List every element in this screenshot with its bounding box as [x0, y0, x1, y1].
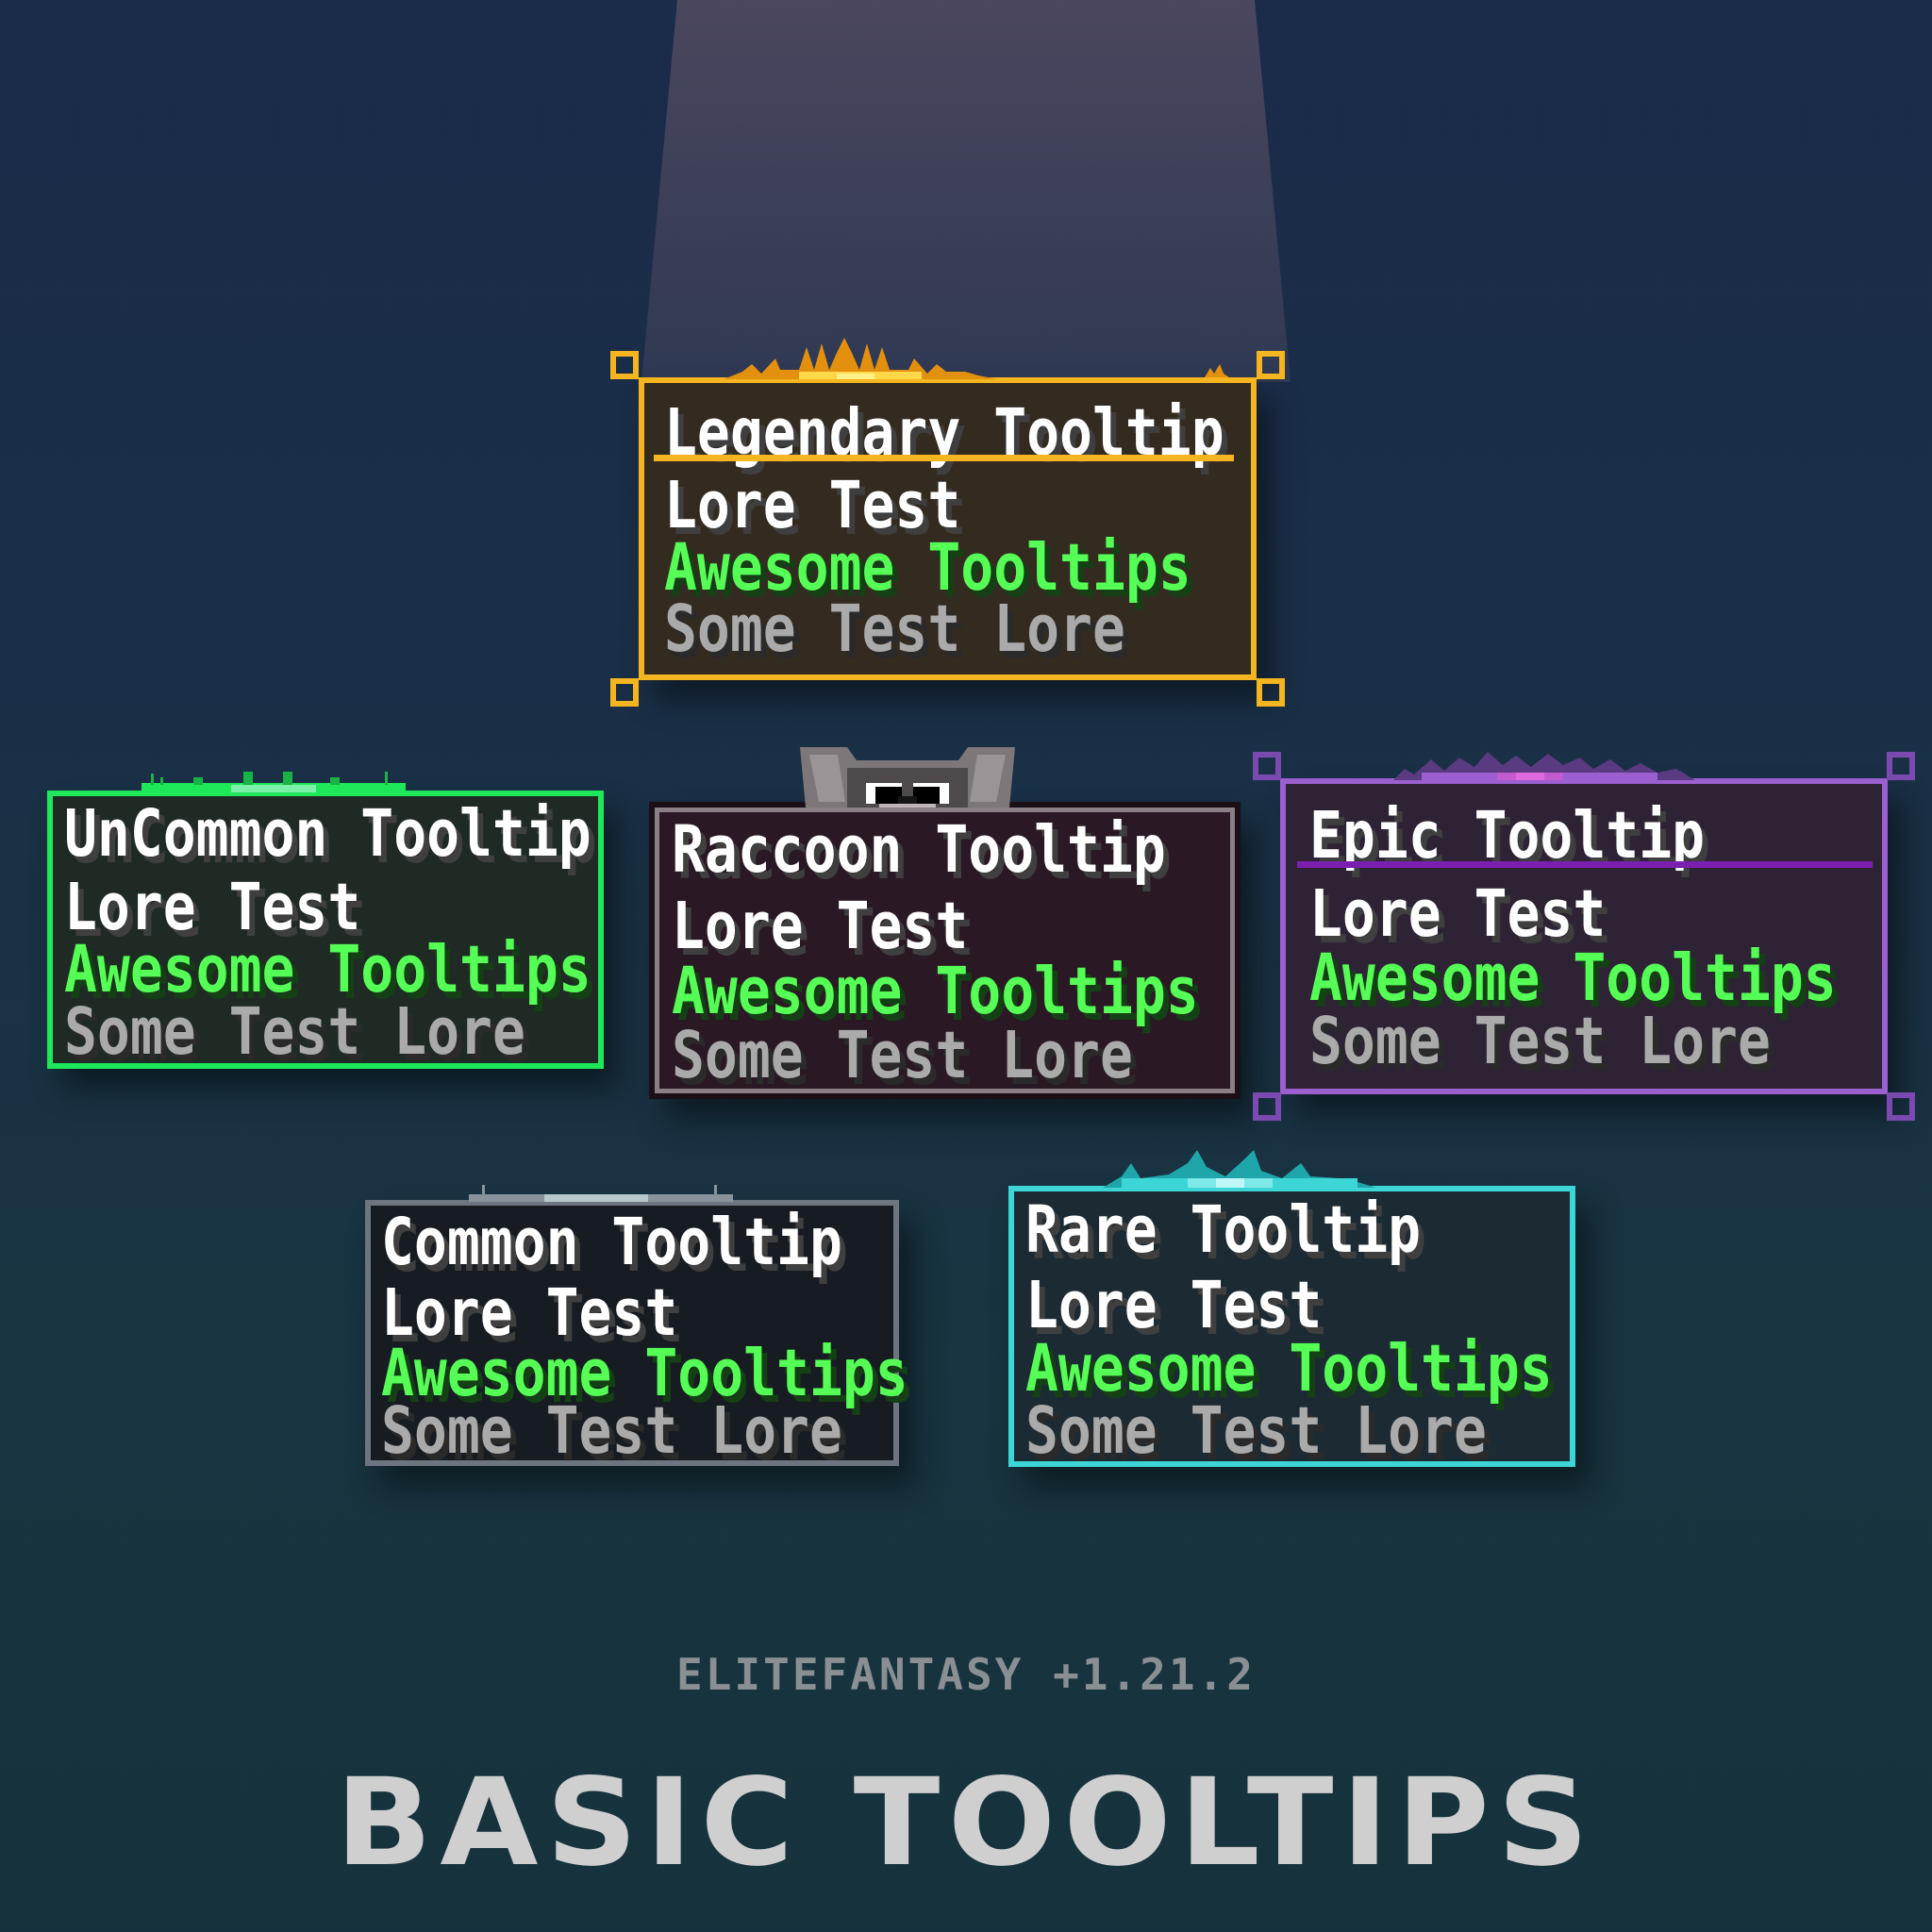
lore-line: Some Test Lore: [664, 591, 1125, 667]
corner-bottom-right: [1887, 1092, 1915, 1121]
tooltip-title: Rare Tooltip: [1025, 1191, 1422, 1268]
corner-top-right: [1887, 752, 1915, 780]
uncommon-tooltip: UnCommon Tooltip Lore Test Awesome Toolt…: [47, 772, 604, 1070]
lore-line: Lore Test: [381, 1274, 678, 1351]
lore-line: Awesome Tooltips: [664, 529, 1191, 606]
corner-bottom-left: [1253, 1092, 1281, 1121]
common-trim-icon: [469, 1185, 733, 1202]
corner-bottom-left: [610, 678, 639, 707]
corner-bottom-right: [1257, 678, 1285, 707]
rare-border: [1008, 1186, 1575, 1467]
corner-top-left: [610, 351, 639, 379]
lore-line: Awesome Tooltips: [64, 931, 591, 1008]
legendary-tooltip: Legendary Tooltip Lore Test Awesome Tool…: [610, 338, 1285, 707]
tooltip-title: Common Tooltip: [381, 1204, 842, 1280]
tooltip-title: UnCommon Tooltip: [64, 795, 591, 872]
footer-subtitle: ELITEFANTASY +1.21.2: [676, 1649, 1256, 1700]
title-underline: [1297, 861, 1873, 868]
legendary-small-flame-icon: [1205, 362, 1229, 377]
tooltip-title: Epic Tooltip: [1309, 797, 1706, 874]
common-border: [365, 1200, 899, 1466]
raccoon-head-icon: [800, 745, 1015, 808]
raccoon-tooltip: Raccoon Tooltip Lore Test Awesome Toolti…: [649, 747, 1241, 1099]
lore-line: Lore Test: [1025, 1267, 1323, 1343]
light-beam: [641, 0, 1291, 382]
lore-line: Lore Test: [1309, 875, 1607, 952]
raccoon-border: [655, 808, 1235, 1093]
legendary-border: [639, 377, 1257, 680]
title-underline: [654, 455, 1234, 461]
lore-line: Lore Test: [64, 869, 361, 945]
tooltip-title: Legendary Tooltip: [664, 394, 1224, 471]
lore-line: Some Test Lore: [381, 1392, 842, 1469]
legendary-crown-icon: [724, 338, 997, 379]
epic-border: [1280, 778, 1888, 1094]
epic-crystal-icon: [1393, 750, 1695, 780]
tooltip-title: Raccoon Tooltip: [672, 811, 1166, 888]
rare-tooltip: Rare Tooltip Lore Test Awesome Tooltips …: [1008, 1150, 1575, 1469]
lore-line: Awesome Tooltips: [672, 953, 1199, 1029]
epic-tooltip: Epic Tooltip Lore Test Awesome Tooltips …: [1253, 752, 1915, 1121]
lore-line: Some Test Lore: [64, 993, 525, 1070]
lore-line: Some Test Lore: [672, 1017, 1133, 1093]
lore-line: Lore Test: [664, 467, 961, 543]
lore-line: Some Test Lore: [1309, 1003, 1771, 1079]
corner-top-left: [1253, 752, 1281, 780]
uncommon-border: [47, 791, 604, 1069]
corner-top-right: [1257, 351, 1285, 379]
lore-line: Awesome Tooltips: [1309, 940, 1837, 1016]
lore-line: Awesome Tooltips: [381, 1335, 908, 1411]
lore-line: Awesome Tooltips: [1025, 1330, 1553, 1407]
rare-crystal-icon: [1103, 1150, 1376, 1188]
uncommon-grass-icon: [142, 772, 406, 792]
common-tooltip: Common Tooltip Lore Test Awesome Tooltip…: [365, 1185, 908, 1469]
lore-line: Lore Test: [672, 888, 969, 964]
footer-title: BASIC TOOLTIPS: [335, 1753, 1597, 1893]
lore-line: Some Test Lore: [1025, 1392, 1487, 1469]
